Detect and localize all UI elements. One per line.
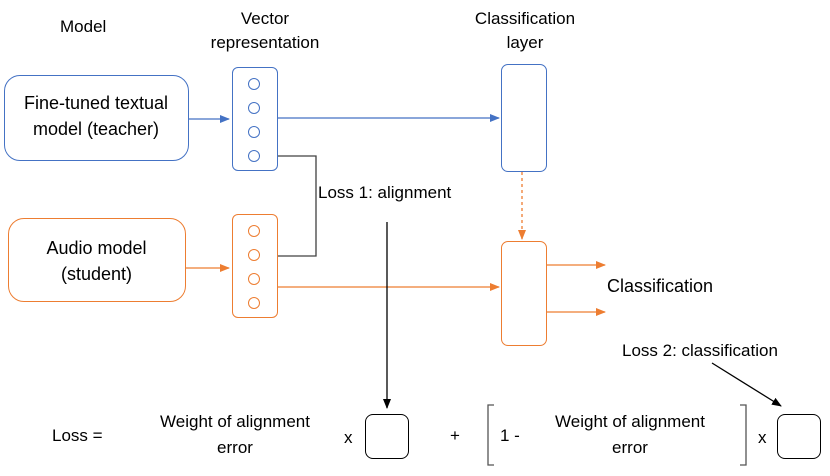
formula-weight2-line1: Weight of alignment — [555, 412, 705, 431]
teacher-classification-layer — [501, 64, 547, 172]
classification-output-label: Classification — [607, 276, 714, 296]
student-vector-node — [248, 225, 260, 237]
header-classification-line2: layer — [506, 33, 544, 52]
loss1-result-box — [365, 414, 409, 459]
alignment-connector — [278, 155, 317, 257]
teacher-model-box: Fine-tuned textual model (teacher) — [4, 75, 189, 161]
arrow-loss2 — [711, 362, 782, 407]
bracket-left — [487, 404, 494, 466]
formula-weight-line2: error — [217, 438, 253, 457]
formula-weight2-line2: error — [612, 438, 648, 457]
header-vector-line1: Vector — [240, 9, 290, 28]
student-classification-layer — [501, 241, 547, 346]
header-vector-line2: representation — [210, 33, 320, 52]
loss2-result-box — [777, 414, 821, 459]
loss1-label: Loss 1: alignment — [318, 183, 452, 202]
student-label-line1: Audio model — [46, 238, 147, 258]
formula-weight-line1: Weight of alignment — [160, 412, 310, 431]
student-label-line2: (student) — [60, 264, 133, 284]
student-vector-node — [248, 249, 260, 261]
formula-one-minus: 1 - — [500, 426, 520, 445]
header-model: Model — [60, 17, 107, 36]
teacher-vector-node — [248, 150, 260, 162]
teacher-vector-node — [248, 78, 260, 90]
student-model-box: Audio model (student) — [8, 218, 186, 302]
formula-times-1: x — [344, 428, 353, 447]
bracket-right — [740, 404, 747, 466]
teacher-vector — [232, 67, 278, 171]
teacher-vector-node — [248, 126, 260, 138]
loss2-label: Loss 2: classification — [622, 341, 778, 360]
teacher-label-line2: model (teacher) — [32, 119, 160, 139]
formula-loss-label: Loss = — [52, 426, 103, 445]
formula-times-2: x — [758, 428, 767, 447]
formula-plus: + — [450, 426, 460, 445]
student-vector — [232, 214, 278, 318]
teacher-label-line1: Fine-tuned textual — [23, 93, 169, 113]
header-classification-line1: Classification — [474, 9, 576, 28]
student-vector-node — [248, 297, 260, 309]
student-vector-node — [248, 273, 260, 285]
teacher-vector-node — [248, 102, 260, 114]
